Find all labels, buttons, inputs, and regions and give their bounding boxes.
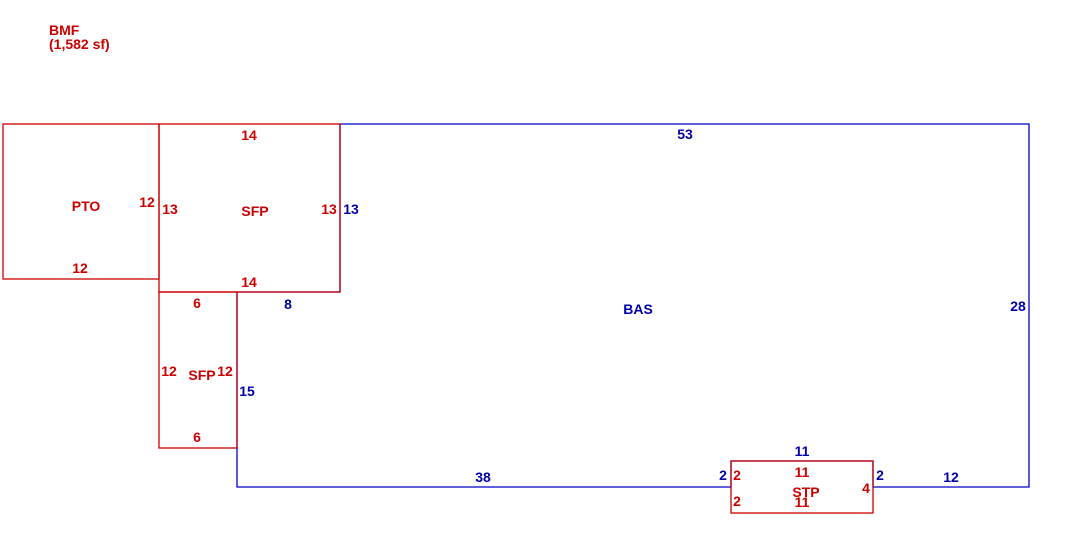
bas-dim-bottom-right: 12 — [943, 469, 959, 485]
pto-label: PTO — [72, 198, 101, 214]
bas-dim-top: 53 — [677, 126, 693, 142]
bas-dim-bottom-left: 38 — [475, 469, 491, 485]
sfp-upper-dim-right: 13 — [321, 201, 337, 217]
bas-dim-right: 28 — [1010, 298, 1026, 314]
stp-dim-bottom: 11 — [795, 494, 810, 510]
bas-dim-lower-side: 15 — [239, 383, 255, 399]
stp-dim-left-upper: 2 — [733, 467, 741, 483]
sfp-lower-dim-left: 12 — [161, 363, 177, 379]
bas-dim-sfp-side: 13 — [343, 201, 359, 217]
stp-outline — [730, 460, 874, 514]
sfp-upper-outline — [158, 123, 341, 293]
sfp-lower-dim-top: 6 — [193, 295, 201, 311]
bas-dim-notch-left: 2 — [719, 467, 727, 483]
pto-dim-bottom: 12 — [72, 260, 88, 276]
stp-dim-right: 4 — [862, 480, 870, 496]
bas-dim-notch-right: 2 — [876, 467, 884, 483]
stp-label: STP — [792, 484, 819, 500]
stp-dim-top: 11 — [795, 464, 810, 480]
sfp-lower-outline — [158, 291, 238, 449]
bas-dim-step-top: 8 — [284, 296, 292, 312]
sketch-area: (1,582 sf) — [49, 36, 110, 52]
sfp-upper-dim-bottom: 14 — [241, 274, 257, 290]
stp-dim-left-lower: 2 — [733, 493, 741, 509]
sketch-title: BMF — [49, 22, 80, 38]
bas-label: BAS — [623, 301, 653, 317]
sfp-upper-label: SFP — [241, 203, 268, 219]
sfp-lower-dim-bottom: 6 — [193, 429, 201, 445]
sfp-upper-dim-left: 13 — [162, 201, 178, 217]
sfp-lower-dim-right: 12 — [217, 363, 233, 379]
pto-dim-right: 12 — [139, 194, 155, 210]
bas-dim-notch-top: 11 — [795, 443, 810, 459]
sfp-lower-label: SFP — [188, 367, 215, 383]
sfp-upper-dim-top: 14 — [241, 127, 257, 143]
